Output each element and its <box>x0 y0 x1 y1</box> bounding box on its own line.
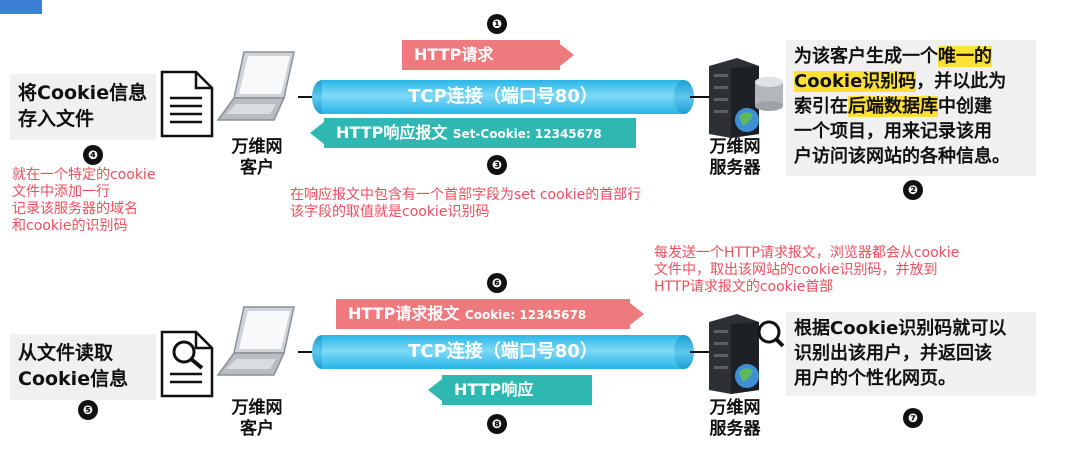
tcp-connection-pipe: TCP连接（端口号80） <box>322 335 684 369</box>
client-link-line <box>298 96 320 98</box>
note4-line-2: 文件中添加一行 <box>12 184 110 200</box>
client-label: 万维网 客户 <box>222 137 292 179</box>
set-cookie-text: Set-Cookie: 12345678 <box>452 127 602 141</box>
client-link-line <box>298 351 320 353</box>
laptop-icon <box>214 48 300 124</box>
step-7-marker: ❼ <box>903 408 923 428</box>
step-3-marker: ❸ <box>487 155 507 175</box>
laptop-icon <box>214 303 300 379</box>
server-box-line-2: Cookie识别码，并以此为 <box>794 69 1028 94</box>
server-box-highlight: 后端数据库 <box>848 96 938 117</box>
read-box-line-1: 从文件读取 <box>18 342 114 364</box>
response-label-text: HTTP响应报文 <box>336 123 448 142</box>
store-box-line-2: 存入文件 <box>18 108 95 130</box>
server-identify-box: 根据Cookie识别码就可以 识别出该用户，并返回该 用户的个性化网页。 <box>786 312 1036 396</box>
http-response-label: HTTP响应 <box>442 375 592 405</box>
step-4-marker: ❹ <box>83 145 103 165</box>
server-box-highlight: 唯一的 <box>938 46 992 67</box>
http-request-cookie-label: HTTP请求报文 Cookie: 12345678 <box>336 299 630 329</box>
server-box-text: ，并以此为 <box>916 71 1007 92</box>
arrow-head-right <box>630 303 644 325</box>
server-label-line-1: 万维网 <box>709 137 761 157</box>
http-request-cookie-arrow: HTTP请求报文 Cookie: 12345678 <box>336 299 644 329</box>
store-cookie-box: 将Cookie信息 存入文件 <box>10 74 156 140</box>
request-label-text: HTTP请求报文 <box>348 304 460 323</box>
note-store-cookie: 就在一个特定的cookie 文件中添加一行 记录该服务器的域名 和cookie的… <box>12 167 212 235</box>
step-5-marker: ❺ <box>78 400 98 420</box>
client-label-line-1: 万维网 <box>231 137 283 157</box>
note6-line-1: 每发送一个HTTP请求报文，浏览器都会从cookie <box>654 245 960 261</box>
step-6-marker: ❻ <box>487 273 507 293</box>
http-response-arrow: HTTP响应 <box>428 375 592 405</box>
store-box-line-1: 将Cookie信息 <box>18 82 148 104</box>
server-box-text: 为该客户生成一个 <box>794 46 938 67</box>
step-8-marker: ❽ <box>487 414 507 434</box>
http-request-arrow: HTTP请求 <box>402 40 574 70</box>
arrow-head-left <box>428 379 442 401</box>
note-send-cookie: 每发送一个HTTP请求报文，浏览器都会从cookie 文件中，取出该网站的coo… <box>654 245 1054 296</box>
pipe-right-cap <box>674 80 694 114</box>
http-response-label: HTTP响应报文 Set-Cookie: 12345678 <box>324 118 636 148</box>
server-label: 万维网 服务器 <box>700 137 770 179</box>
client-label-line-2: 客户 <box>240 158 274 178</box>
server-box-line-1: 为该客户生成一个唯一的 <box>794 44 1028 69</box>
cookie-header-text: Cookie: 12345678 <box>464 308 587 322</box>
server-link-line <box>690 351 710 353</box>
step-2-marker: ❷ <box>903 180 923 200</box>
server-generate-box: 为该客户生成一个唯一的 Cookie识别码，并以此为 索引在后端数据库中创建 一… <box>786 40 1036 176</box>
note4-line-3: 记录该服务器的域名 <box>12 201 138 217</box>
note3-line-2: 该字段的取值就是cookie识别码 <box>290 204 490 220</box>
read-box-line-2: Cookie信息 <box>18 368 129 390</box>
note-set-cookie: 在响应报文中包含有一个首部字段为set cookie的首部行 该字段的取值就是c… <box>290 187 750 221</box>
pipe-right-cap <box>674 335 694 369</box>
step-1-marker: ❶ <box>487 14 507 34</box>
client-label: 万维网 客户 <box>222 398 292 440</box>
arrow-head-right <box>560 44 574 66</box>
document-search-icon <box>160 330 216 400</box>
client-label-line-1: 万维网 <box>231 398 283 418</box>
server-icon <box>703 56 787 138</box>
note6-line-3: HTTP请求报文的cookie首部 <box>654 279 834 295</box>
server-box-text: 中创建 <box>938 96 992 117</box>
http-request-label: HTTP请求 <box>402 40 560 70</box>
server-box-line-3: 索引在后端数据库中创建 <box>794 94 1028 119</box>
server-label-line-1: 万维网 <box>709 398 761 418</box>
server-icon <box>703 312 787 394</box>
identify-box-line-3: 用户的个性化网页。 <box>794 368 956 389</box>
http-response-arrow: HTTP响应报文 Set-Cookie: 12345678 <box>310 118 636 148</box>
note4-line-4: 和cookie的识别码 <box>12 218 128 234</box>
client-label-line-2: 客户 <box>240 419 274 439</box>
read-cookie-box: 从文件读取 Cookie信息 <box>10 334 156 400</box>
server-label: 万维网 服务器 <box>700 398 770 440</box>
server-box-text: 索引在 <box>794 96 848 117</box>
server-box-highlight: Cookie识别码 <box>794 71 917 92</box>
server-label-line-2: 服务器 <box>709 158 761 178</box>
arrow-head-left <box>310 122 324 144</box>
note3-line-1: 在响应报文中包含有一个首部字段为set cookie的首部行 <box>290 187 642 203</box>
note4-line-1: 就在一个特定的cookie <box>12 167 156 183</box>
document-icon <box>160 70 214 138</box>
server-label-line-2: 服务器 <box>709 419 761 439</box>
server-link-line <box>690 96 710 98</box>
identify-box-line-2: 识别出该用户，并返回该 <box>794 343 992 364</box>
corner-tab <box>0 0 42 14</box>
note6-line-2: 文件中，取出该网站的cookie识别码，并放到 <box>654 262 938 278</box>
server-box-line-4: 一个项目，用来记录该用 <box>794 121 992 142</box>
server-box-line-5: 户访问该网站的各种信息。 <box>794 146 1010 167</box>
tcp-connection-pipe: TCP连接（端口号80） <box>322 80 684 114</box>
identify-box-line-1: 根据Cookie识别码就可以 <box>794 318 1007 339</box>
